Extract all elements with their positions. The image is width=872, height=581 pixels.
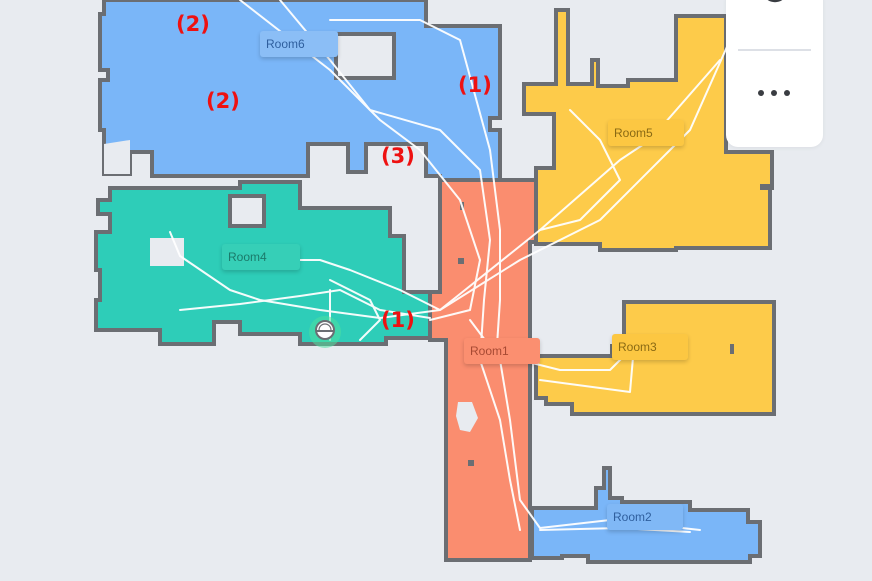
room5-label[interactable]: Room5 <box>608 120 684 146</box>
room2-label[interactable]: Room2 <box>607 504 683 530</box>
room1-label[interactable]: Room1 <box>464 338 540 364</box>
annotation-3: (3) <box>381 144 415 168</box>
room3-label[interactable]: Room3 <box>612 334 688 360</box>
map-control-panel <box>726 0 823 147</box>
annotation-2-top: (2) <box>176 12 210 36</box>
more-dots-icon[interactable] <box>754 86 794 100</box>
robot-vacuum-icon[interactable] <box>309 316 341 348</box>
annotation-2-middle: (2) <box>206 89 240 113</box>
panel-divider <box>738 49 811 51</box>
annotation-1-room6: (1) <box>458 73 492 97</box>
room6-area[interactable] <box>98 0 502 182</box>
room6-label[interactable]: Room6 <box>260 31 338 57</box>
room4-label[interactable]: Room4 <box>222 244 300 270</box>
minus-circle-icon[interactable] <box>760 0 790 16</box>
annotation-1-room4: (1) <box>381 308 415 332</box>
